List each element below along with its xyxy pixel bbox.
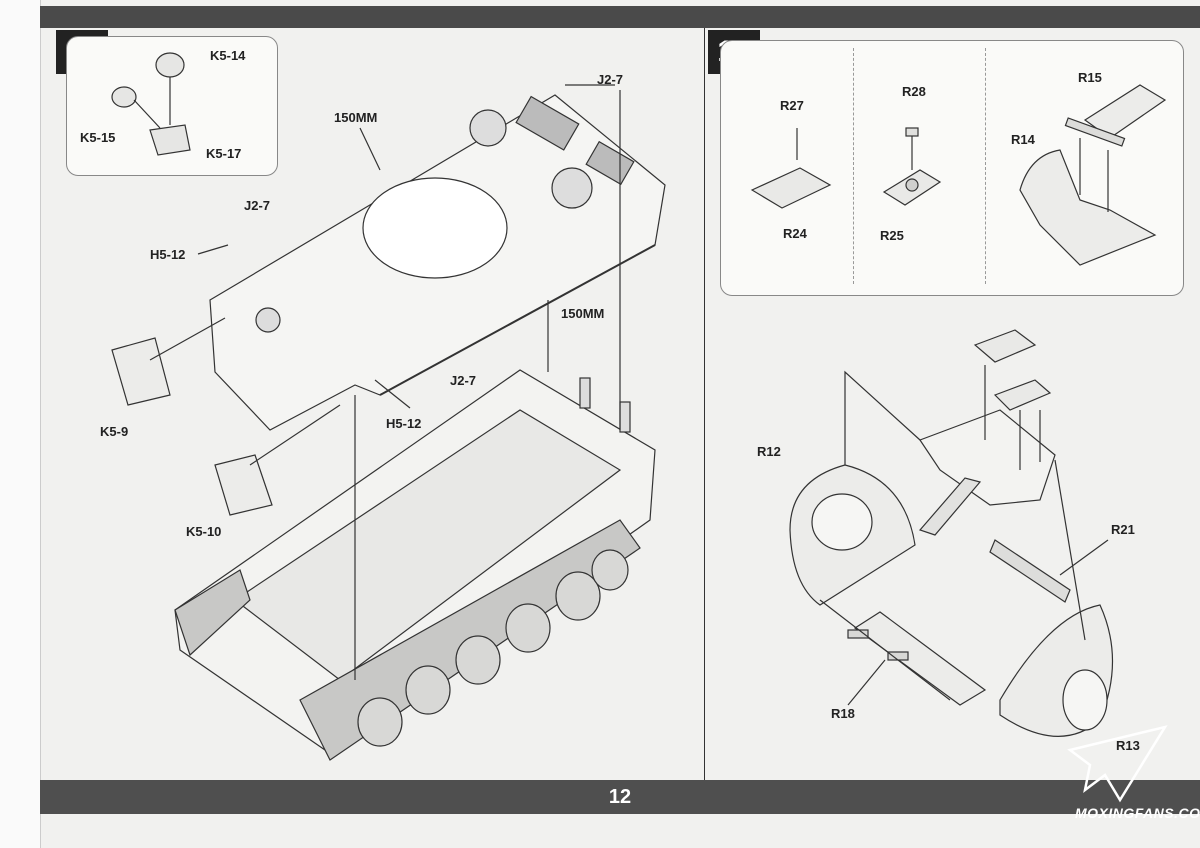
engine-grille-1: [515, 95, 580, 151]
road-wheel-2: [405, 665, 451, 715]
road-wheel-6: [591, 549, 629, 591]
leader-r18: [847, 659, 886, 706]
label-k5-9: K5-9: [100, 424, 129, 439]
label-r25: R25: [880, 228, 904, 243]
label-r21: R21: [1111, 522, 1135, 537]
part-r13-opening: [1062, 669, 1108, 731]
part-k5-17: [149, 124, 191, 156]
label-j2-7-top: J2-7: [597, 72, 624, 87]
label-k5-17: K5-17: [206, 146, 242, 161]
part-k5-10-plate: [214, 454, 273, 516]
footer-bar: 12: [40, 780, 1200, 814]
part-r24: [750, 167, 832, 209]
label-j2-7-bottom: J2-7: [450, 373, 477, 388]
turret-ring-opening: [362, 177, 508, 279]
road-wheel-4: [505, 603, 551, 653]
leader-k5-10: [249, 404, 341, 466]
assembly-line-r13: [1054, 459, 1086, 641]
part-k5-9-plate: [111, 337, 171, 406]
label-k5-14: K5-14: [210, 48, 246, 63]
leader-150mm-top: [359, 127, 381, 171]
hull-floor-detail: [233, 409, 622, 681]
leader-r21: [1059, 539, 1109, 576]
road-wheel-1: [357, 697, 403, 747]
label-r28: R28: [902, 84, 926, 99]
engine-grille-2: [585, 140, 635, 186]
part-r18-pin-2: [887, 651, 909, 661]
label-r15: R15: [1078, 70, 1102, 85]
header-bar: [40, 6, 1200, 28]
callout-leader-2: [133, 99, 161, 129]
label-h5-12-left: H5-12: [150, 247, 186, 262]
part-r28: [905, 127, 919, 137]
part-r18-pin-1: [847, 629, 869, 639]
turret-floor-upper-part-2: [993, 379, 1052, 411]
leader-k5-9: [149, 317, 226, 361]
callout-divider-2: [985, 48, 986, 284]
part-r14: [1019, 149, 1157, 266]
assembly-line-r18: [819, 599, 951, 701]
label-r14: R14: [1011, 132, 1035, 147]
leader-h5-12-bottom: [374, 379, 411, 409]
turret-floor-upper-part-1: [973, 329, 1037, 363]
part-k5-15: [111, 86, 137, 108]
watermark-text: MOXINGFANS.COM: [1075, 805, 1200, 821]
label-150mm-side: 150MM: [561, 306, 605, 321]
label-r24: R24: [783, 226, 807, 241]
part-r21: [989, 539, 1071, 603]
engine-fan-left: [469, 109, 507, 147]
label-r27: R27: [780, 98, 804, 113]
step-19-illustration: [750, 84, 1167, 737]
turret-floor-plate: [919, 409, 1056, 506]
step-18-illustration: [111, 52, 666, 761]
road-wheel-5: [555, 571, 601, 621]
part-r15-bar: [1064, 117, 1126, 147]
label-r13: R13: [1116, 738, 1140, 753]
binding-margin: [0, 0, 41, 848]
engine-fan-right: [551, 167, 593, 209]
road-wheel-3: [455, 635, 501, 685]
hull-machinegun-mount: [255, 307, 281, 333]
callout-divider-1: [853, 48, 854, 284]
turret-floor-bracket: [918, 477, 982, 536]
page-divider: [704, 28, 705, 780]
hull-side-edge: [379, 244, 656, 396]
label-k5-15: K5-15: [80, 130, 116, 145]
part-r25-mount: [905, 178, 919, 192]
leader-h5-12-left: [197, 244, 229, 255]
assembly-line-r12: [844, 370, 921, 465]
exhaust-pipe-left: [579, 377, 591, 409]
track-run-rear: [174, 569, 251, 657]
label-k5-10: K5-10: [186, 524, 222, 539]
label-h5-12-bottom: H5-12: [386, 416, 422, 431]
part-r12-opening: [811, 493, 873, 551]
label-r12: R12: [757, 444, 781, 459]
label-r18: R18: [831, 706, 855, 721]
label-j2-7-left: J2-7: [244, 198, 271, 213]
label-150mm-top: 150MM: [334, 110, 378, 125]
page-number: 12: [608, 786, 632, 808]
part-r18: [853, 611, 987, 706]
